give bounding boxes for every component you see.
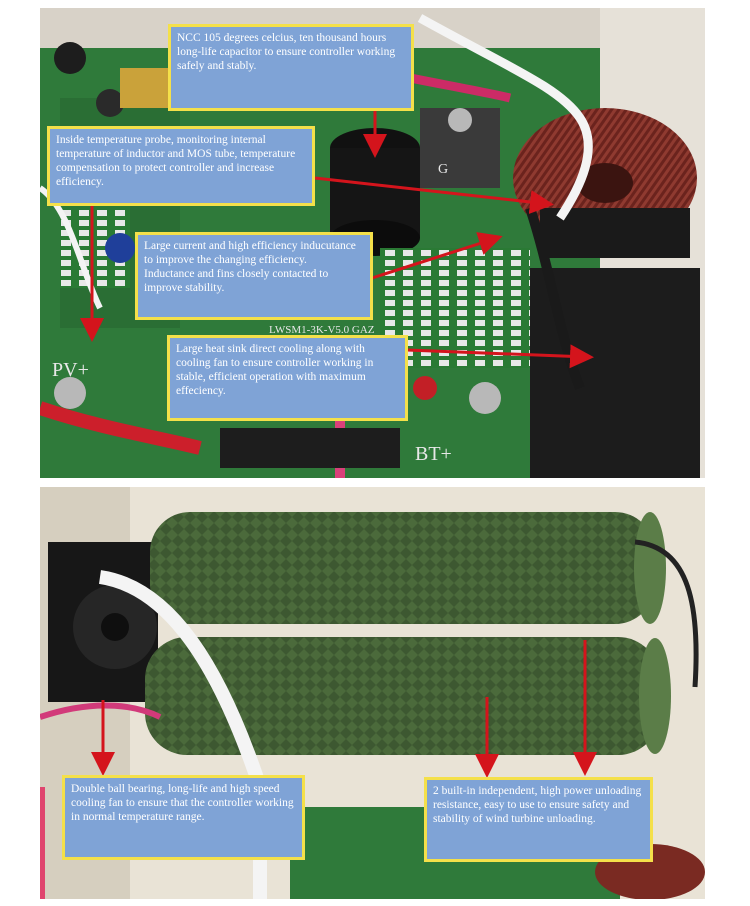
bt-plus-label: BT+: [415, 443, 452, 465]
cooling-fan-callout: Double ball bearing, long-life and high …: [62, 775, 305, 860]
temperature-probe-callout-text: Inside temperature probe, monitoring int…: [56, 134, 296, 188]
inductance-callout: Large current and high efficiency inducu…: [135, 232, 373, 320]
unloading-resistance-callout-text: 2 built-in independent, high power unloa…: [433, 785, 642, 825]
capacitor-callout: NCC 105 degrees celcius, ten thousand ho…: [168, 24, 414, 111]
cooling-fan-callout-text: Double ball bearing, long-life and high …: [71, 783, 294, 823]
unloading-resistor-top: [150, 512, 666, 624]
inductance-callout-line-1: Large current and high efficiency inducu…: [144, 240, 356, 266]
board-model-silkscreen: LWSM1-3K-V5.0 GAZ: [269, 324, 375, 336]
unloading-resistor-bottom: [145, 637, 671, 755]
temperature-probe-callout: Inside temperature probe, monitoring int…: [47, 126, 315, 206]
heat-sink-callout: Large heat sink direct cooling along wit…: [167, 335, 408, 421]
heat-sink-callout-text: Large heat sink direct cooling along wit…: [176, 343, 374, 397]
capacitor-callout-text: NCC 105 degrees celcius, ten thousand ho…: [177, 32, 396, 72]
inductance-callout-line-2: Inductance and fins closely contacted to…: [144, 268, 329, 294]
ground-label: G: [438, 162, 448, 177]
cooling-fan: [48, 542, 158, 702]
pv-plus-label: PV+: [52, 359, 89, 381]
unloading-resistance-callout: 2 built-in independent, high power unloa…: [424, 777, 653, 862]
